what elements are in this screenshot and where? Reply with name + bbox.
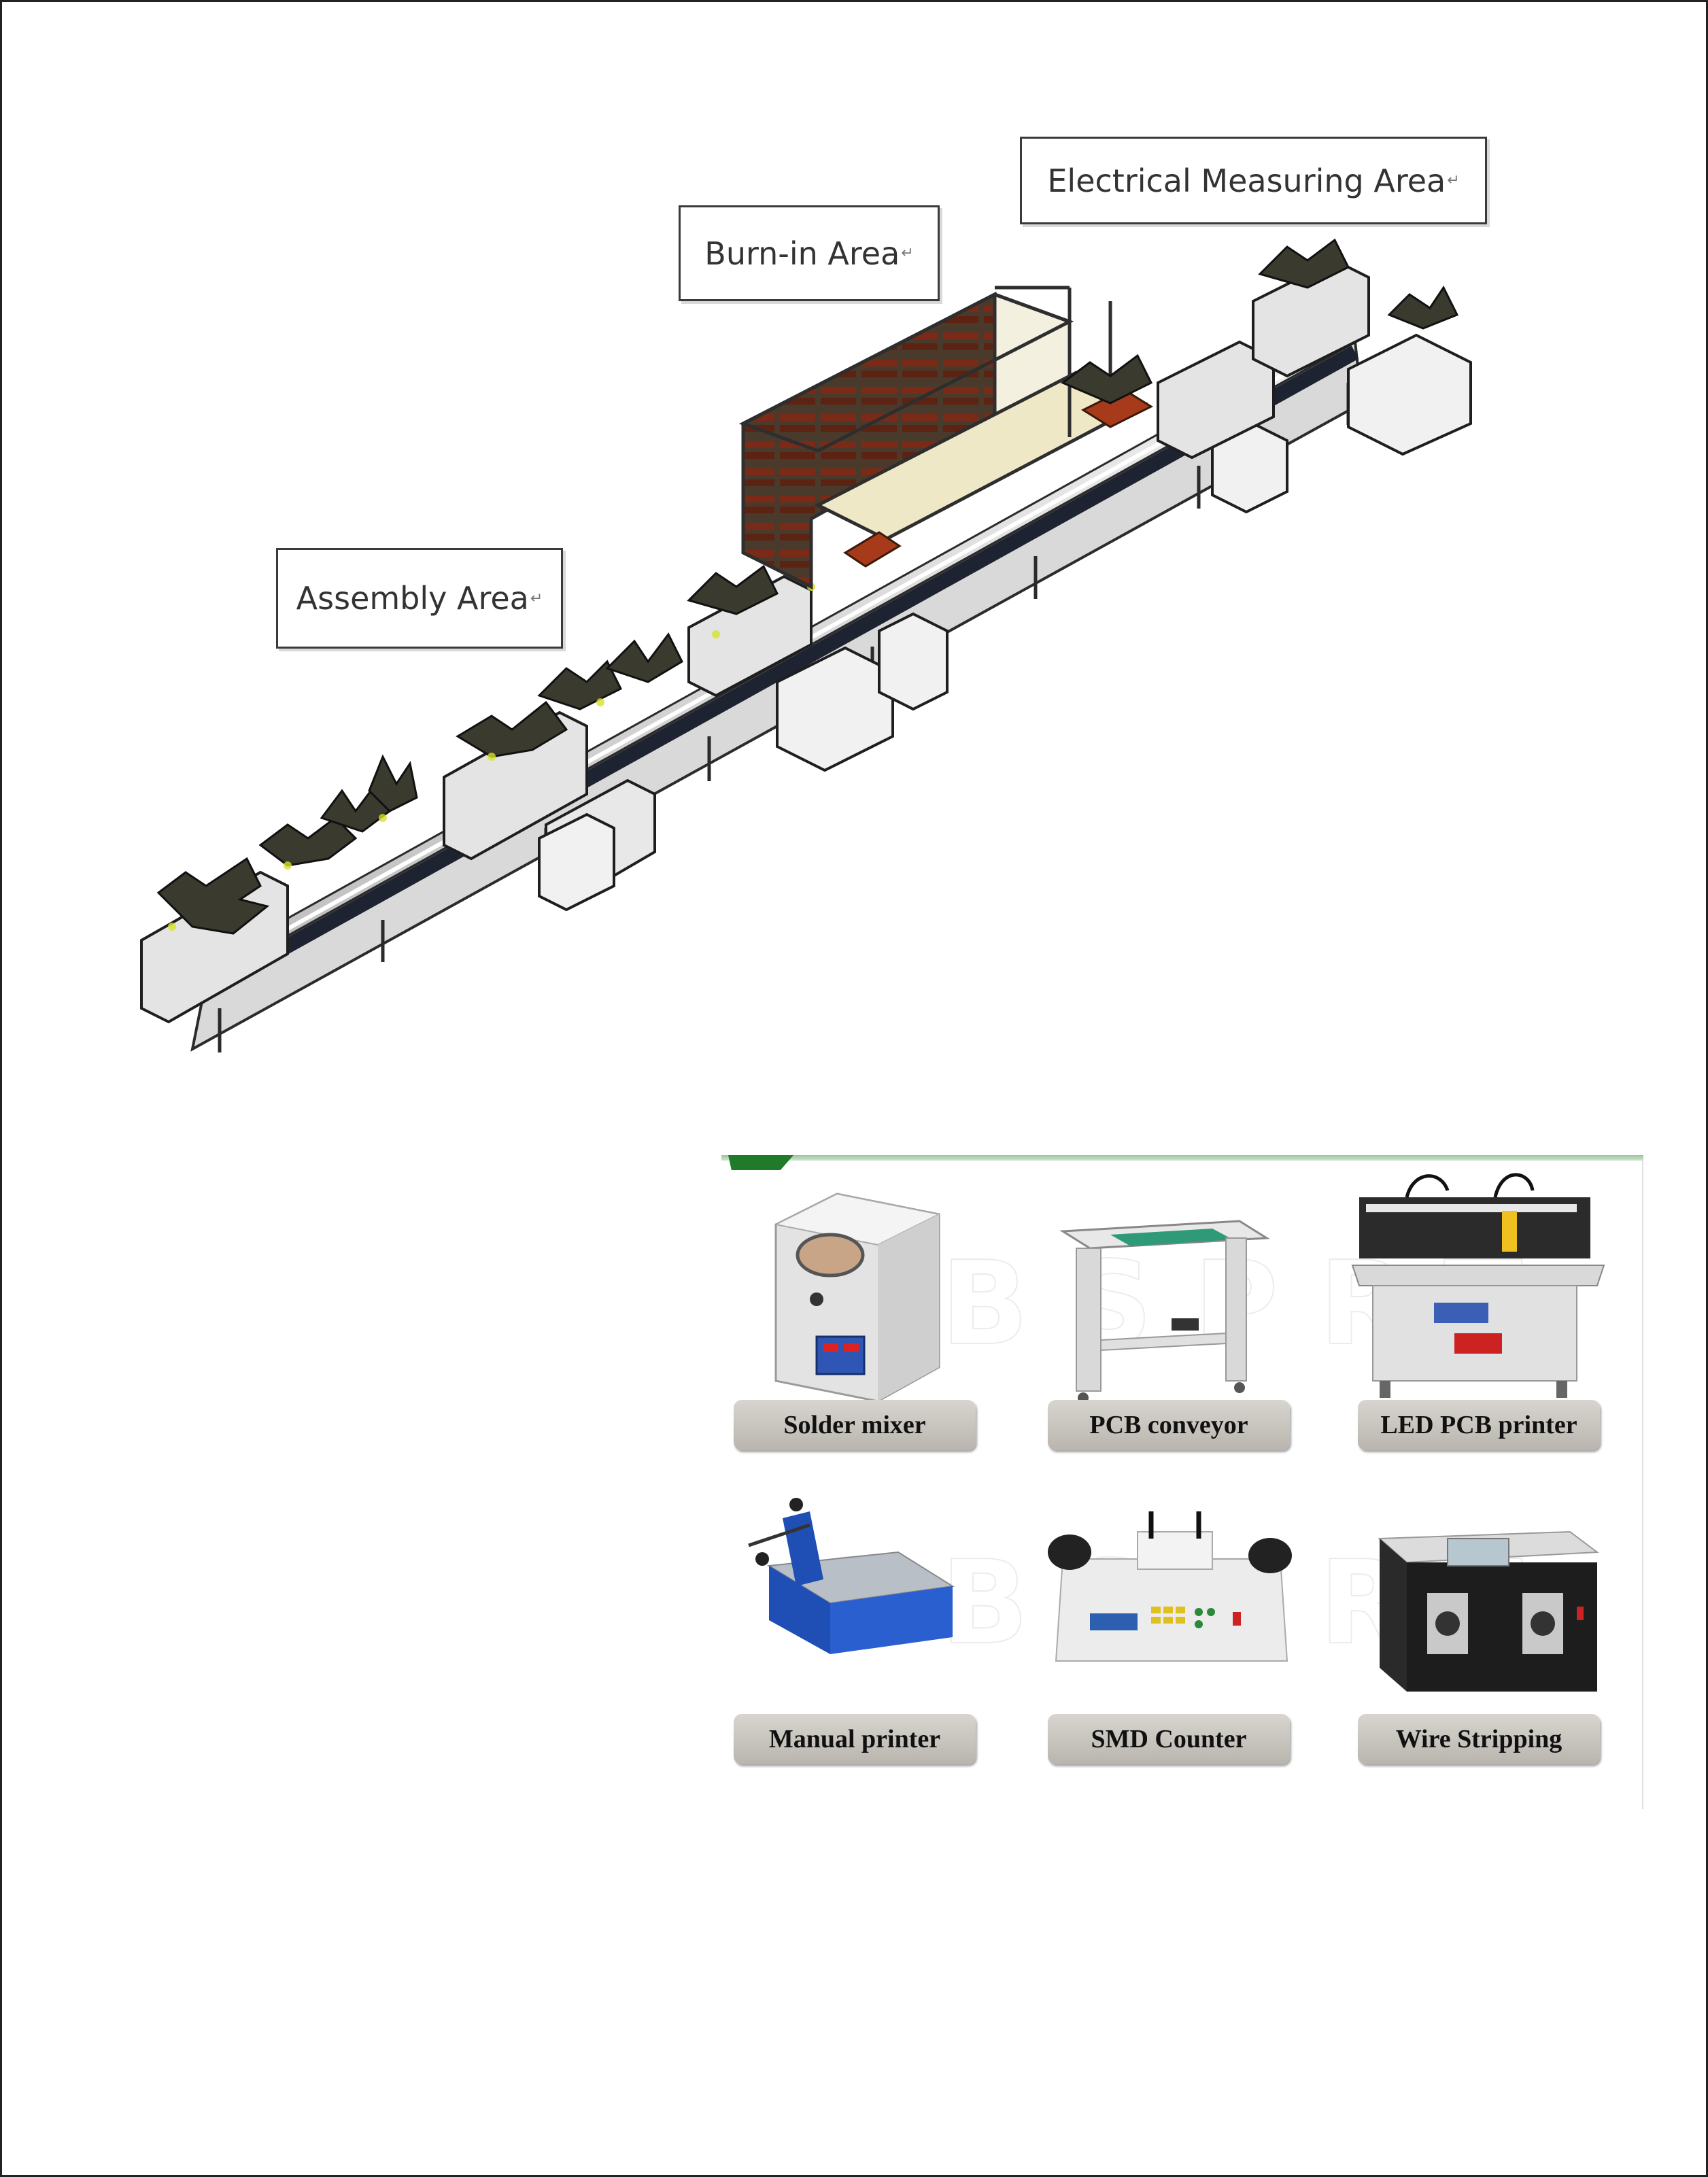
pcb-conveyor-image (1059, 1220, 1270, 1403)
burn-in-area-label: Burn-in Area↵ (679, 205, 940, 301)
burn-in-area-text: Burn-in Area (704, 235, 900, 272)
product-smd-counter: SMD Counter (1036, 1477, 1321, 1770)
assembly-area-label: Assembly Area↵ (276, 548, 563, 649)
manual-printer-image (748, 1498, 955, 1654)
assembly-area-text: Assembly Area (296, 580, 529, 617)
led-pcb-printer-caption: LED PCB printer (1358, 1400, 1600, 1450)
production-line-illustration: Assembly Area↵ Burn-in Area↵ Electrical … (2, 2, 1706, 1090)
pcb-conveyor-caption: PCB conveyor (1048, 1400, 1290, 1450)
smd-counter-image (1048, 1511, 1292, 1662)
product-wire-stripping: Wire Stripping (1346, 1477, 1631, 1770)
wire-stripping-image (1378, 1530, 1599, 1692)
solder-mixer-caption: Solder mixer (734, 1400, 976, 1450)
catalog-corner-tab (728, 1155, 793, 1170)
led-pcb-printer-image (1351, 1173, 1605, 1398)
return-mark-icon: ↵ (530, 589, 543, 607)
product-led-pcb-printer: LED PCB printer (1346, 1163, 1631, 1456)
production-line-drawing (140, 238, 1472, 1052)
electrical-measuring-area-text: Electrical Measuring Area (1047, 162, 1446, 199)
product-pcb-conveyor: PCB conveyor (1036, 1163, 1321, 1456)
return-mark-icon: ↵ (901, 245, 914, 262)
product-solder-mixer: Solder mixer (721, 1163, 1007, 1456)
solder-mixer-image (773, 1193, 942, 1403)
smd-counter-caption: SMD Counter (1048, 1714, 1290, 1764)
catalog-top-bar (721, 1155, 1643, 1161)
manual-printer-caption: Manual printer (734, 1714, 976, 1764)
product-manual-printer: Manual printer (721, 1477, 1007, 1770)
wire-stripping-caption: Wire Stripping (1358, 1714, 1600, 1764)
return-mark-icon: ↵ (1447, 172, 1460, 189)
electrical-measuring-area-label: Electrical Measuring Area↵ (1020, 137, 1487, 224)
equipment-catalog: OBSPRT OBSPRT Solder mixer (721, 1155, 1643, 1809)
